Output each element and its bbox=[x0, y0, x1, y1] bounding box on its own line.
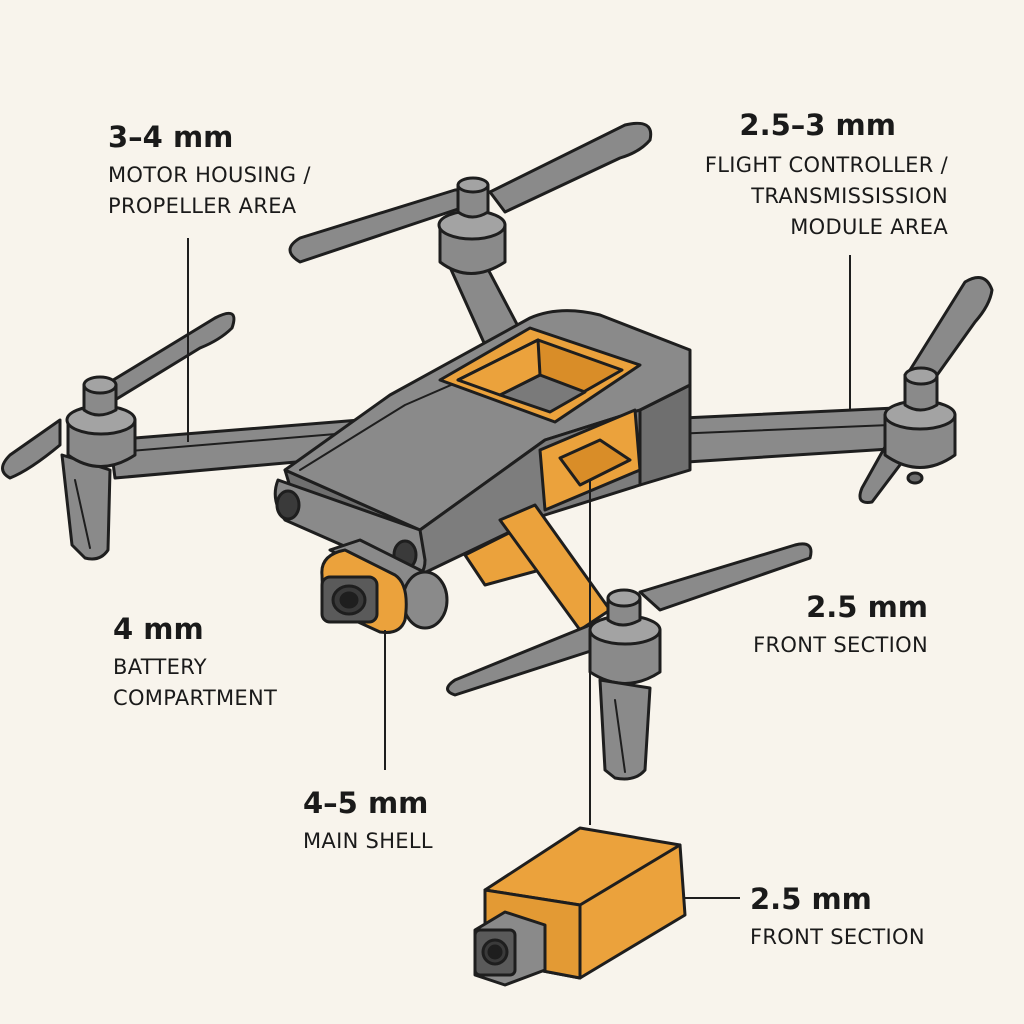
rear-left-propeller bbox=[288, 121, 653, 264]
callout-motor-label-line2: PROPELLER AREA bbox=[108, 194, 297, 218]
callout-flight-controller-label-line3: MODULE AREA bbox=[790, 215, 948, 239]
callout-front-section-value: 2.5 mm bbox=[806, 590, 928, 624]
flight-controller-window bbox=[438, 326, 642, 424]
front-right-landing-leg bbox=[598, 678, 652, 781]
callout-flight-controller-label-line2: TRANSMISSISSION bbox=[751, 184, 948, 208]
left-propeller bbox=[1, 311, 236, 480]
callout-motor: 3–4 mm MOTOR HOUSING / PROPELLER AREA bbox=[108, 120, 311, 222]
callout-battery-front: 2.5 mm FRONT SECTION bbox=[750, 882, 925, 953]
left-landing-leg bbox=[60, 453, 112, 561]
callout-battery-front-value: 2.5 mm bbox=[750, 882, 872, 916]
callout-main-shell-label: MAIN SHELL bbox=[303, 829, 433, 853]
transmission-module-window bbox=[538, 408, 642, 512]
callout-main-shell-value: 4–5 mm bbox=[303, 786, 429, 820]
callout-battery-value: 4 mm bbox=[113, 612, 204, 646]
left-motor bbox=[65, 375, 137, 468]
callout-flight-controller-label-line1: FLIGHT CONTROLLER / bbox=[704, 153, 948, 177]
callout-battery-label-line1: BATTERY bbox=[113, 655, 207, 679]
gimbal-camera bbox=[320, 538, 449, 634]
callout-front-section-label: FRONT SECTION bbox=[753, 633, 928, 657]
callout-battery-label-line2: COMPARTMENT bbox=[113, 686, 278, 710]
callout-battery-front-label: FRONT SECTION bbox=[750, 925, 925, 949]
callout-motor-label-line1: MOTOR HOUSING / bbox=[108, 163, 311, 187]
callout-main-shell: 4–5 mm MAIN SHELL bbox=[303, 786, 433, 857]
front-right-propeller bbox=[446, 542, 813, 697]
right-motor bbox=[883, 366, 957, 485]
callout-front-section: 2.5 mm FRONT SECTION bbox=[753, 590, 928, 661]
callout-motor-value: 3–4 mm bbox=[108, 120, 234, 154]
callout-battery: 4 mm BATTERY COMPARTMENT bbox=[113, 612, 277, 714]
callout-flight-controller-value: 2.5–3 mm bbox=[739, 108, 896, 142]
callout-flight-controller: 2.5–3 mm FLIGHT CONTROLLER / TRANSMISSIS… bbox=[705, 108, 948, 243]
battery-connector bbox=[473, 910, 547, 987]
rear-left-motor bbox=[437, 176, 507, 275]
